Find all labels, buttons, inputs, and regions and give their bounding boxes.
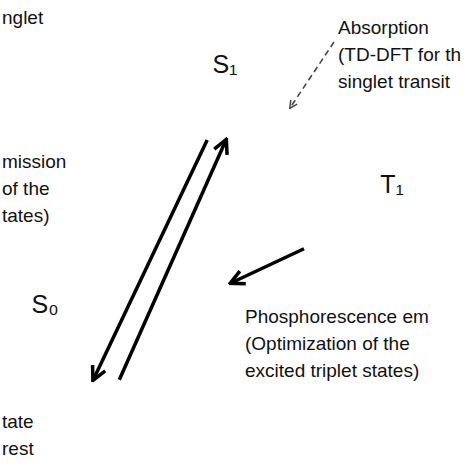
annotation-text: tate rest	[2, 408, 50, 462]
annotation-text: Phosphorescence em (Optimization of the …	[245, 303, 461, 384]
energy-state-bowl: S₁	[132, 0, 320, 112]
state-label: S₀	[31, 290, 58, 319]
annotation-text: mission of the tates)	[2, 148, 74, 229]
energy-state-bowl: T₁	[312, 138, 472, 236]
annotation-text: nglet	[2, 4, 43, 31]
transition-arrow	[119, 140, 226, 380]
bowl-rim	[132, 2, 320, 34]
bowl-body	[312, 154, 472, 236]
bowl-rim	[312, 140, 472, 168]
bowl-body	[132, 18, 320, 112]
bowl-body	[4, 290, 190, 382]
state-label: S₁	[212, 50, 237, 79]
state-label: T₁	[380, 170, 404, 199]
transition-arrow	[93, 140, 207, 380]
annotation-text: Absorption (TD-DFT for th singlet transi…	[338, 14, 470, 95]
dashed-leader	[290, 42, 334, 108]
bowl-shape	[4, 272, 190, 382]
transition-arrow	[231, 249, 304, 283]
energy-state-bowl: S₀	[4, 272, 190, 382]
